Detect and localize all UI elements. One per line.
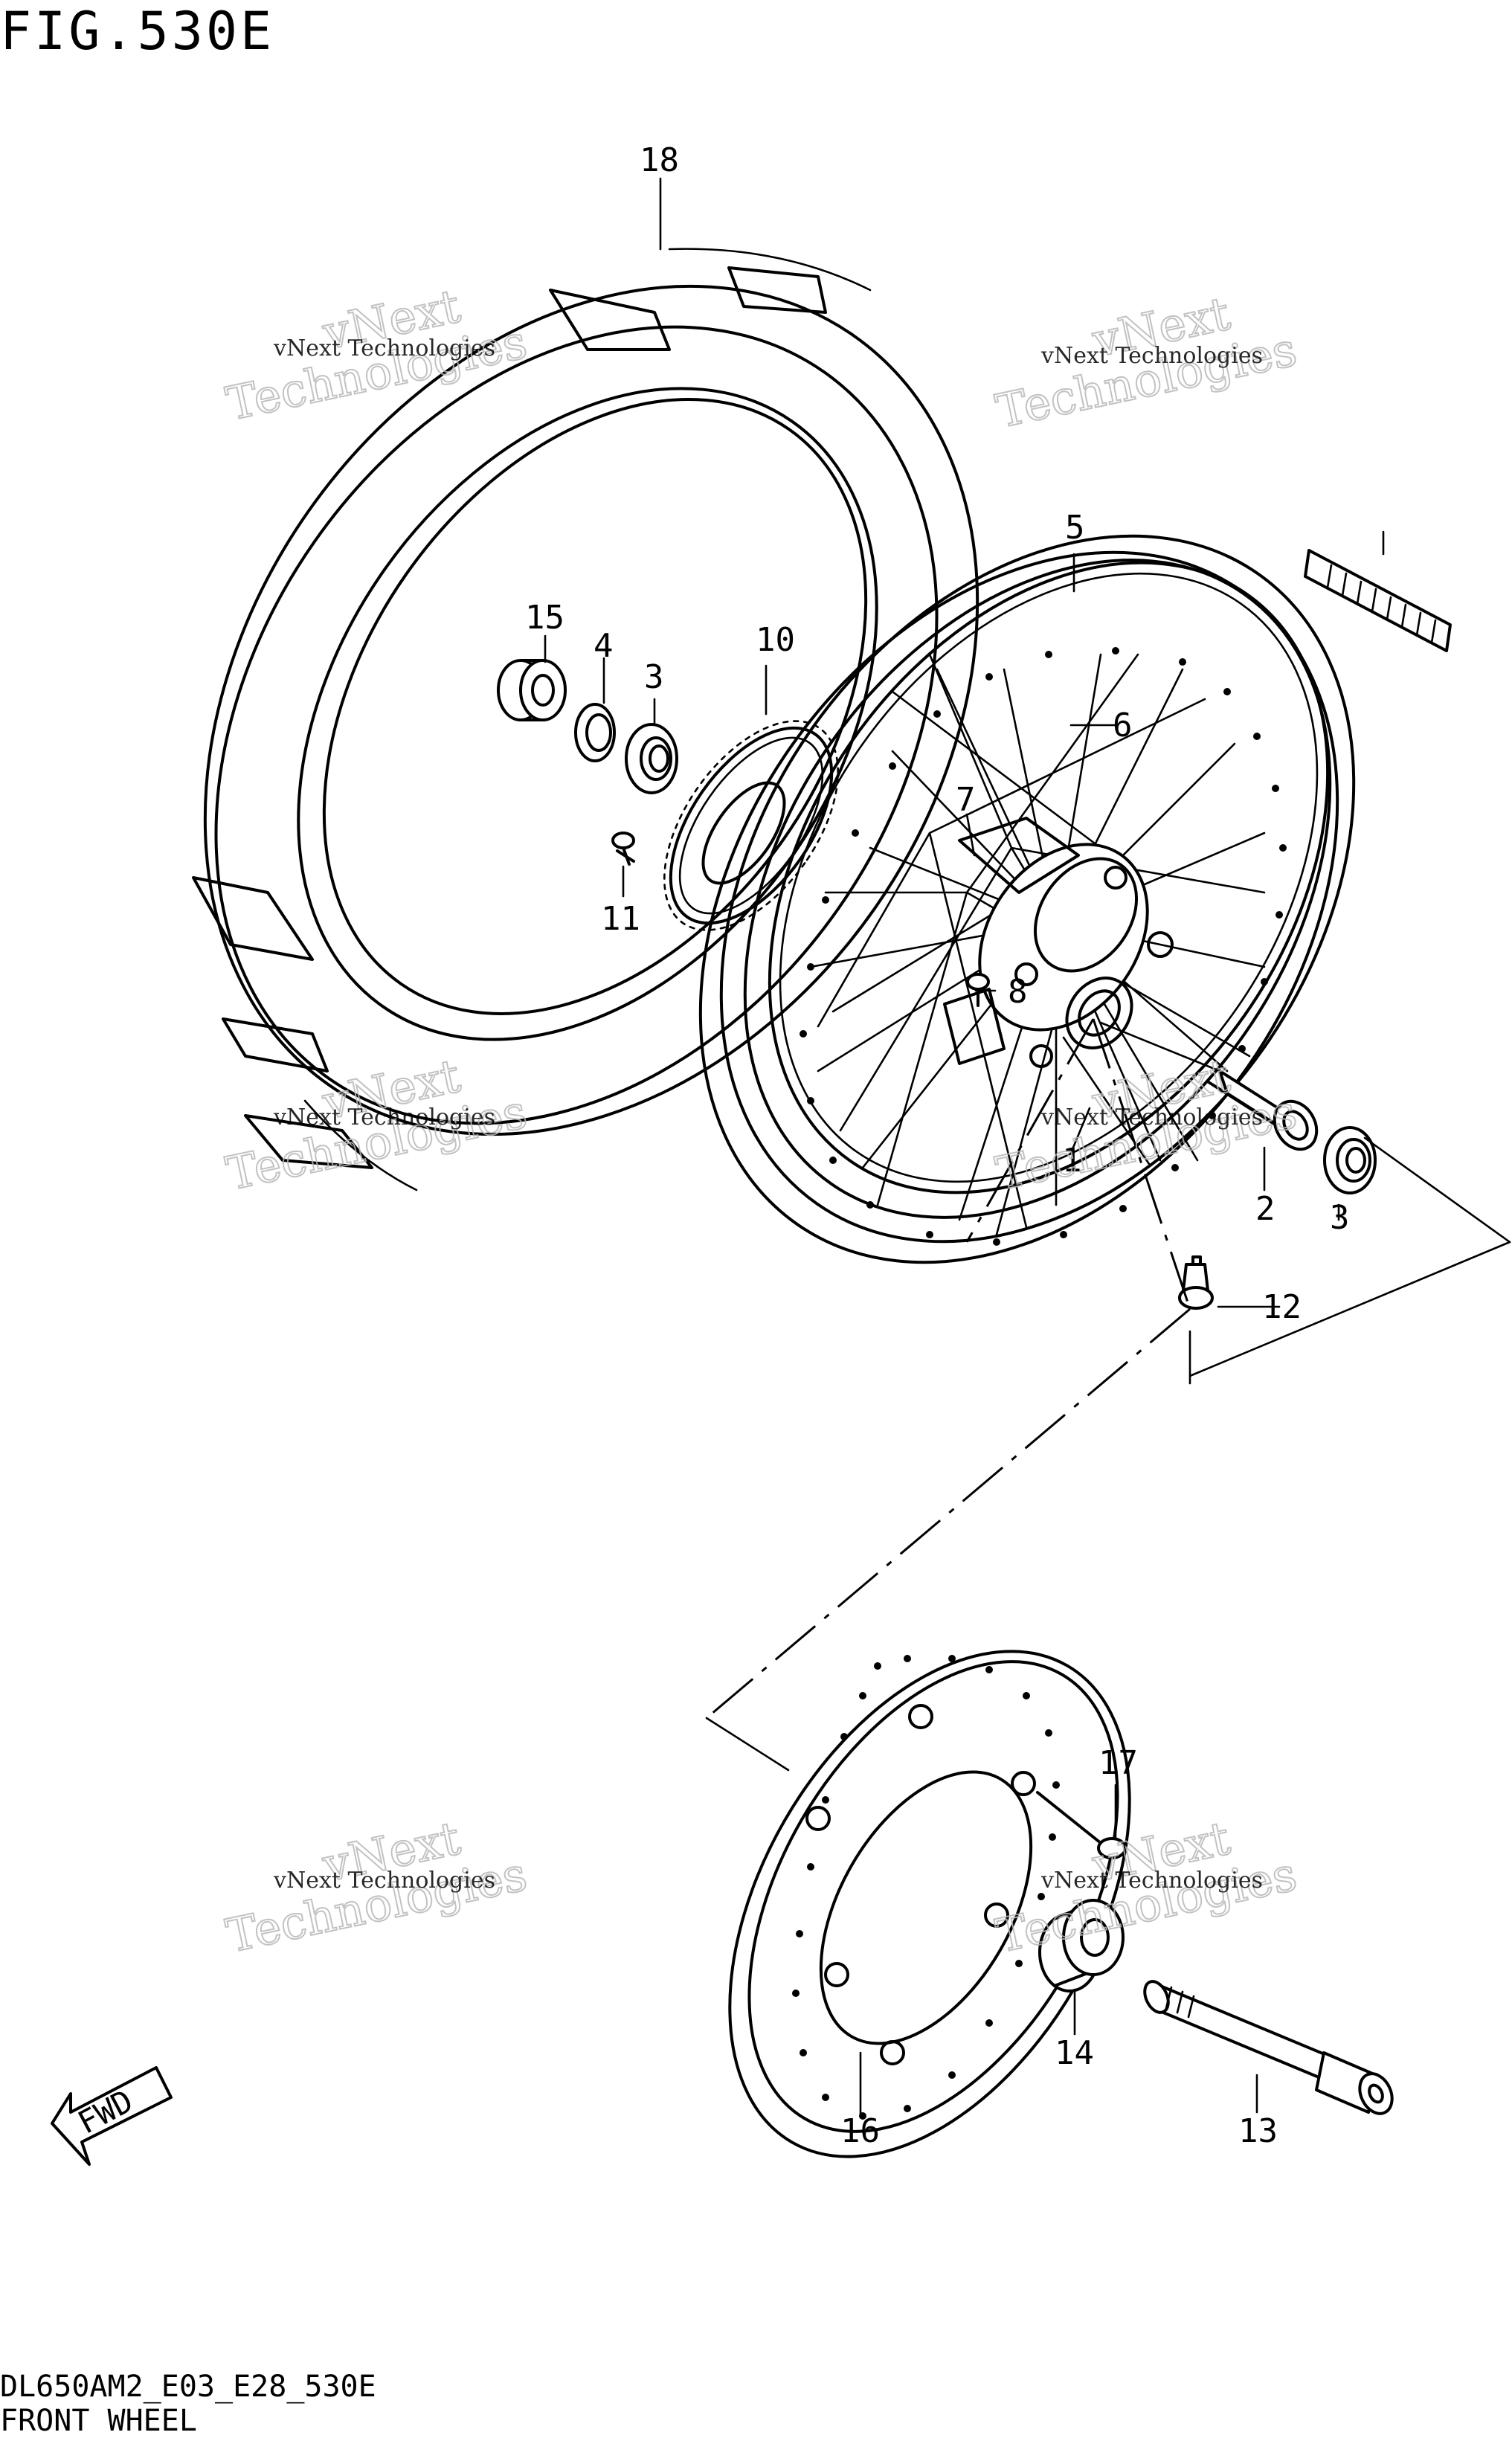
disc-bolt-icon (1036, 1791, 1127, 1859)
watermark-bottom-right: Technologies vNext vNext Technologies (991, 1810, 1302, 1964)
watermarks: Technologies vNext vNext Technologies Te… (221, 278, 1302, 1964)
rim-holes (800, 647, 1287, 1246)
callout-5: 5 (1065, 509, 1085, 547)
watermark-top-right: Technologies vNext vNext Technologies (991, 286, 1302, 440)
svg-text:vNext Technologies: vNext Technologies (1040, 1104, 1263, 1130)
hub (943, 817, 1174, 1068)
callout-16: 17 (1098, 1744, 1138, 1782)
callout-11: 12 (1262, 1288, 1302, 1326)
leader-lines (544, 177, 1385, 2117)
collar (1038, 1899, 1125, 1992)
hub-bolt-icon (966, 973, 990, 1007)
callout-4: 4 (593, 627, 614, 665)
callout-15: 16 (840, 2112, 880, 2150)
callout-10: 11 (601, 900, 640, 938)
callout-1: 1 (1062, 1142, 1082, 1180)
callout-3-left: 3 (644, 658, 664, 696)
rim-assembly (698, 534, 1356, 1264)
diagram-caption: FRONT WHEEL (0, 2404, 197, 2438)
callout-12: 13 (1238, 2112, 1278, 2150)
callout-17: 18 (640, 141, 679, 179)
spokes (809, 653, 1266, 1236)
spacer-left (497, 659, 567, 721)
callout-6: 6 (1113, 707, 1133, 744)
tire-valve-icon (1178, 1255, 1214, 1310)
figure-title: FIG.530E (0, 1, 274, 62)
watermark-mid-left: Technologies vNext vNext Technologies (221, 1048, 533, 1202)
callout-labels: 18 5 15 4 3 10 11 6 7 8 1 2 3 12 17 14 1… (525, 141, 1350, 2150)
callout-14: 15 (525, 599, 564, 637)
fwd-arrow-icon: FWD (51, 2066, 173, 2166)
assembly-lines (705, 1018, 1511, 1772)
svg-text:vNext Technologies: vNext Technologies (273, 1104, 495, 1130)
svg-text:vNext Technologies: vNext Technologies (1040, 1868, 1263, 1894)
abs-sensor-ring (663, 720, 839, 931)
watermark-top-left: Technologies vNext vNext Technologies (221, 278, 533, 432)
oil-seal (574, 703, 616, 762)
callout-3-right: 3 (1330, 1199, 1350, 1237)
watermark-bottom-left: Technologies vNext vNext Technologies (221, 1810, 533, 1964)
balancer-weights (1304, 549, 1452, 652)
callout-7: 7 (956, 781, 976, 819)
svg-text:vNext Technologies: vNext Technologies (1040, 343, 1263, 369)
spacer-right (1207, 1070, 1319, 1151)
abs-screw-icon (611, 832, 635, 866)
bearing-left (625, 723, 678, 794)
front-axle (1143, 1980, 1394, 2115)
svg-text:vNext Technologies: vNext Technologies (273, 1868, 495, 1894)
callout-13: 14 (1055, 2034, 1094, 2072)
svg-text:vNext Technologies: vNext Technologies (273, 335, 495, 361)
callout-8: 8 (1008, 973, 1028, 1011)
callout-9: 10 (756, 621, 795, 659)
model-code: DL650AM2_E03_E28_530E (0, 2370, 376, 2404)
bearing-right (1323, 1126, 1377, 1194)
callout-2: 2 (1255, 1190, 1275, 1228)
